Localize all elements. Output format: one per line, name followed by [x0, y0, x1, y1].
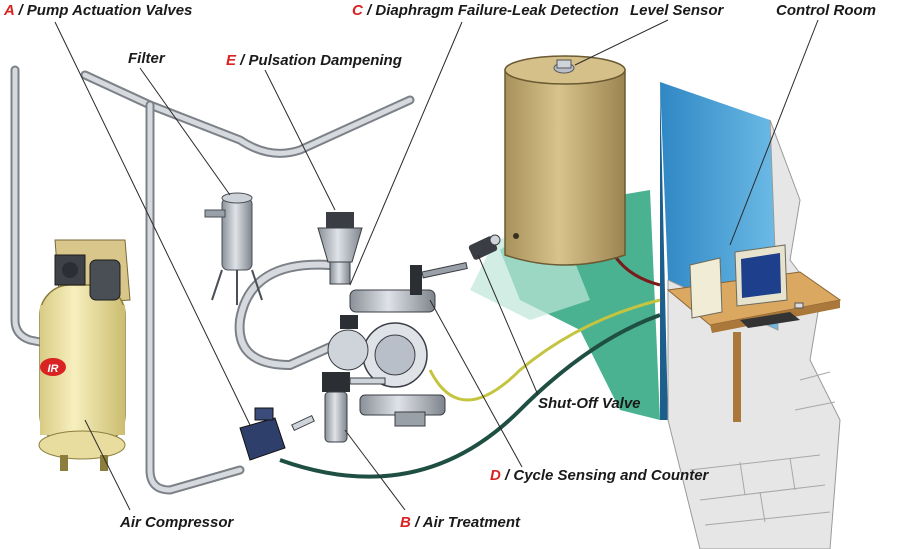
label-filter: Filter: [128, 50, 166, 67]
leader-lines: [54, 19, 819, 511]
air-supply-pipe: [10, 65, 415, 495]
label-pump-actuation-valves: A / Pump Actuation Valves: [3, 2, 192, 19]
label-control-room: Control Room: [776, 2, 876, 19]
pulsation-dampener: [317, 212, 363, 285]
pump-actuation-valve: [239, 407, 286, 461]
air-treatment-unit: [291, 372, 386, 443]
label-pulsation-dampening: E / Pulsation Dampening: [226, 52, 402, 69]
air-compressor: [38, 239, 131, 471]
label-air-compressor: Air Compressor: [119, 514, 235, 531]
label-cycle-sensing: D / Cycle Sensing and Counter: [490, 467, 710, 484]
cycle-sensor: [410, 262, 468, 295]
label-level-sensor: Level Sensor: [630, 2, 725, 19]
compressor-brand-mark: IR: [48, 363, 59, 375]
shutoff-valve: [468, 234, 501, 260]
label-air-treatment: B / Air Treatment: [400, 514, 521, 531]
filter-unit: [204, 192, 263, 305]
storage-tank: [504, 55, 626, 266]
label-diaphragm-leak-detection: C / Diaphragm Failure-Leak Detection: [352, 2, 619, 19]
control-room: [660, 82, 842, 549]
diaphragm-pump: [327, 289, 446, 427]
label-shutoff-valve: Shut-Off Valve: [538, 395, 641, 412]
